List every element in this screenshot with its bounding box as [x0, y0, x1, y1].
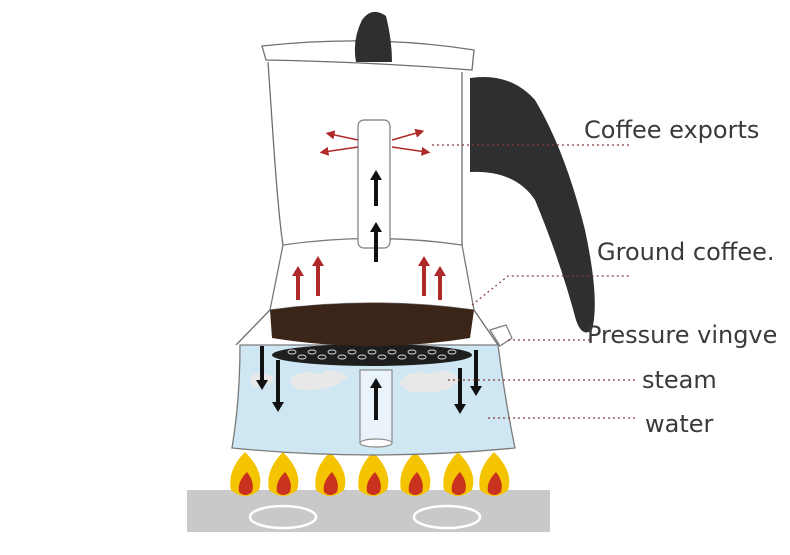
arrow-down-icon — [272, 360, 284, 412]
arrow-down-icon — [256, 346, 268, 390]
filter-hole — [427, 349, 437, 355]
flame-icon — [479, 452, 510, 496]
filter-hole — [387, 349, 397, 355]
filter-hole — [417, 354, 427, 360]
flow-arrows — [256, 128, 482, 420]
flame-icon — [358, 452, 389, 496]
filter-hole — [437, 354, 447, 360]
flame-icon — [268, 452, 299, 496]
coffee-exit-arrow — [319, 146, 359, 156]
arrow-up-icon — [418, 256, 430, 296]
handle — [470, 76, 595, 333]
label-steam: steam — [642, 366, 717, 394]
filter-hole — [327, 349, 337, 355]
filter-hole — [317, 354, 327, 360]
arrow-up-icon — [312, 256, 324, 296]
label-water: water — [645, 410, 714, 438]
coffee-exit-arrow — [325, 130, 359, 141]
filter-basket — [272, 344, 472, 366]
filter-hole — [447, 349, 457, 355]
arrow-up-icon — [370, 378, 382, 420]
lid-knob — [354, 11, 392, 62]
filter-hole — [357, 354, 367, 360]
burner-plate — [187, 490, 550, 532]
arrow-up-icon — [292, 266, 304, 300]
flame-icon — [400, 452, 431, 496]
flames — [230, 452, 510, 496]
arrow-down-icon — [454, 368, 466, 414]
arrow-up-icon — [434, 266, 446, 300]
filter-hole — [337, 354, 347, 360]
label-ground-coffee: Ground coffee. — [597, 238, 774, 266]
pressure-valve — [489, 324, 513, 347]
flame-icon — [230, 452, 261, 496]
flame-icon — [315, 452, 346, 496]
filter-hole — [347, 349, 357, 355]
filter-hole — [297, 354, 307, 360]
ground-coffee-chamber — [235, 237, 499, 346]
water-chamber — [231, 344, 516, 456]
filter-hole — [367, 349, 377, 355]
filter-hole — [377, 354, 387, 360]
filter-hole — [407, 349, 417, 355]
filter-hole — [287, 349, 297, 355]
coffee-exit-arrow — [391, 146, 431, 156]
filter-hole — [307, 349, 317, 355]
arrow-up-icon — [370, 170, 382, 206]
arrow-down-icon — [470, 350, 482, 396]
leader-ground-coffee — [471, 275, 630, 306]
arrow-up-icon — [370, 222, 382, 262]
flame-icon — [443, 452, 474, 496]
filter-hole — [397, 354, 407, 360]
label-coffee-exports: Coffee exports — [584, 116, 759, 144]
label-pressure-valve: Pressure vingve — [587, 321, 777, 349]
coffee-exit-arrow — [391, 128, 425, 141]
